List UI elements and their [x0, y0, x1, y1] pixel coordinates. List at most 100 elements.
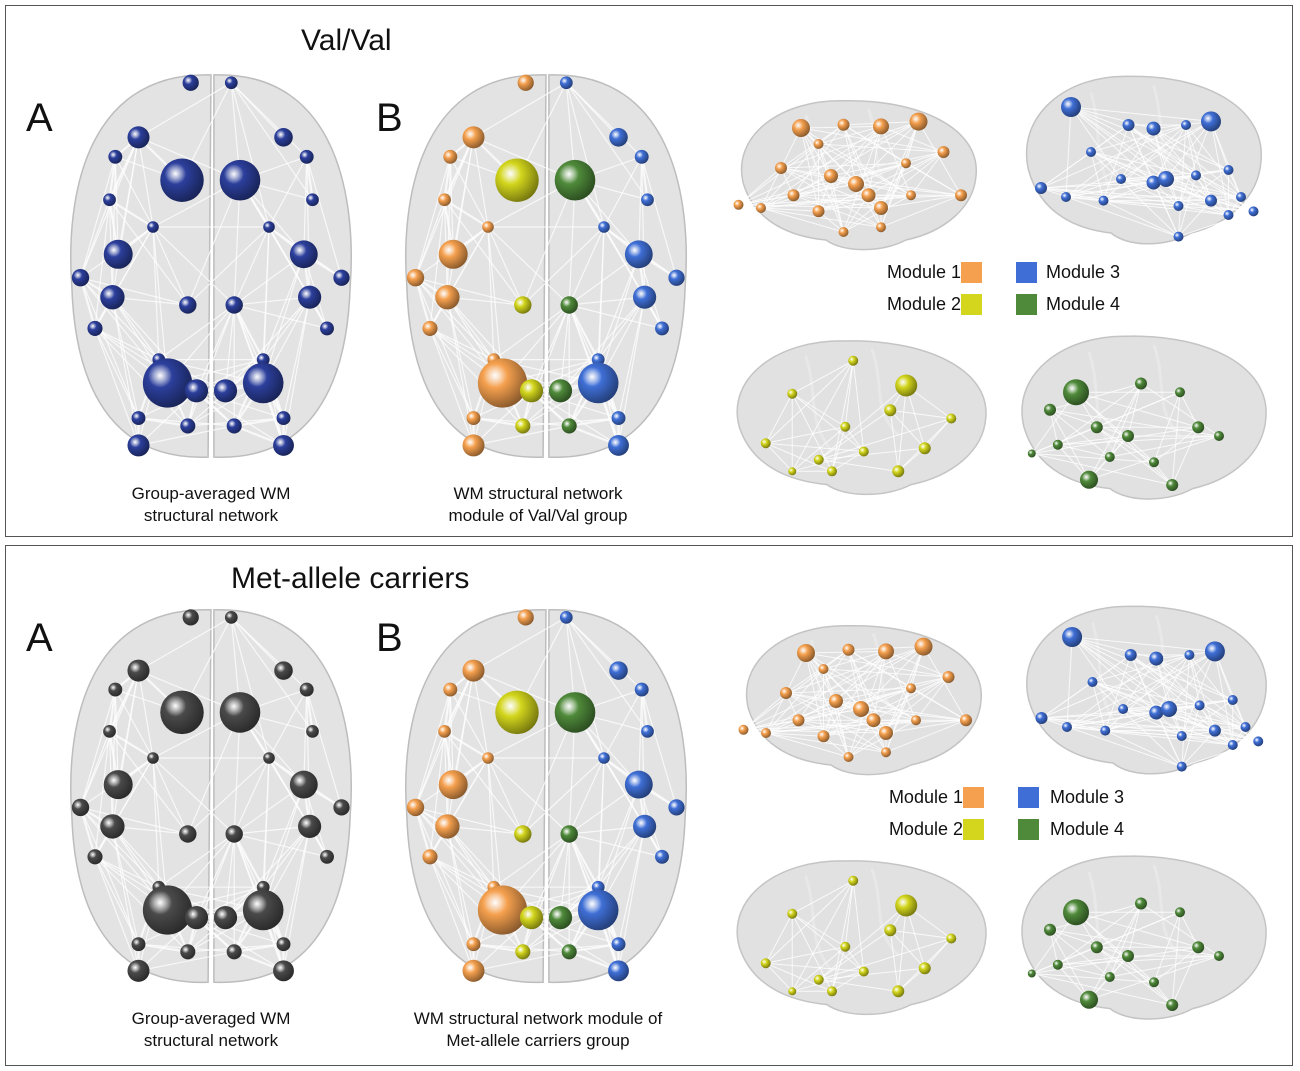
network-node — [333, 799, 350, 816]
network-node — [611, 411, 626, 426]
network-node — [591, 353, 605, 366]
network-node — [1194, 700, 1205, 711]
network-node — [226, 944, 242, 960]
network-node — [224, 611, 238, 624]
network-node — [180, 944, 196, 960]
network-node — [71, 269, 90, 287]
network-node — [274, 128, 293, 147]
network-node — [884, 924, 897, 937]
network-node — [624, 770, 653, 799]
network-node — [1027, 969, 1036, 978]
caption-b-line-2: Met-allele carriers group — [446, 1031, 630, 1050]
network-node — [422, 320, 438, 336]
network-node — [818, 664, 829, 674]
network-node — [1192, 941, 1205, 954]
network-node — [813, 454, 824, 465]
network-node — [858, 446, 869, 457]
network-node — [1035, 712, 1048, 724]
network-node — [443, 149, 458, 164]
network-node — [1173, 231, 1184, 242]
network-node — [1175, 387, 1185, 398]
network-node — [780, 687, 792, 699]
network-node — [906, 190, 916, 201]
network-node — [1087, 677, 1098, 687]
network-node — [901, 158, 911, 169]
legend-swatch-module-3 — [1016, 262, 1037, 283]
legend-swatch-module-1 — [961, 262, 982, 283]
module-legend: Module 1 Module 2 Module 3 Module 4 — [836, 256, 1156, 326]
module-legend: Module 1 Module 2 Module 3 Module 4 — [838, 781, 1158, 851]
network-node — [884, 404, 897, 417]
network-node — [733, 199, 744, 210]
network-node — [1100, 725, 1111, 736]
network-node — [514, 825, 532, 843]
network-node — [1149, 651, 1164, 666]
network-node — [462, 434, 485, 457]
network-node — [263, 752, 275, 764]
network-node — [824, 169, 838, 183]
network-node — [937, 146, 950, 158]
caption-a-line-2: structural network — [143, 1031, 279, 1050]
val-val-panel: Val/Val A B Module 1 Module 2 Module 3 M… — [5, 5, 1293, 537]
network-node — [182, 74, 199, 91]
network-node — [320, 321, 334, 336]
network-node — [299, 682, 314, 697]
network-node — [1116, 174, 1126, 184]
network-node — [495, 158, 539, 202]
network-node — [1090, 941, 1103, 954]
panel-label-a: A — [26, 616, 53, 660]
network-node — [560, 296, 578, 314]
network-node — [840, 941, 851, 952]
network-node — [1176, 761, 1187, 772]
panel-label-b: B — [376, 96, 403, 140]
legend-label-module-4: Module 4 — [1046, 294, 1121, 314]
network-node — [225, 296, 243, 314]
network-node — [1118, 704, 1129, 714]
network-node — [298, 814, 322, 838]
met-allele-panel: Met-allele carriers A B Module 1 Module … — [5, 545, 1293, 1066]
network-node — [1135, 897, 1147, 910]
network-node — [827, 986, 837, 997]
network-node — [306, 725, 319, 738]
network-node — [960, 714, 972, 727]
caption-a-line-1: Group-averaged WM — [131, 1009, 291, 1028]
network-node — [1214, 431, 1224, 441]
network-node — [1135, 377, 1147, 390]
network-node — [1227, 695, 1238, 705]
network-node — [608, 434, 629, 456]
network-node — [1166, 999, 1179, 1011]
network-node — [633, 814, 657, 838]
network-node — [817, 730, 830, 743]
network-node — [911, 715, 921, 726]
network-node — [838, 227, 849, 237]
network-node — [406, 269, 425, 287]
network-node — [276, 411, 291, 426]
network-node — [179, 825, 197, 843]
network-node — [906, 683, 916, 694]
network-node — [1166, 479, 1179, 491]
network-node — [1052, 959, 1063, 970]
network-node — [438, 770, 468, 800]
network-node — [1173, 201, 1184, 211]
network-node — [306, 193, 319, 207]
caption-b: WM structural network module of Met-alle… — [378, 1008, 698, 1052]
caption-a: Group-averaged WM structural network — [51, 1008, 371, 1052]
network-node — [848, 875, 859, 886]
network-node — [1080, 990, 1098, 1009]
network-node — [895, 894, 918, 917]
network-node — [274, 661, 293, 680]
network-node — [554, 159, 596, 201]
network-node — [299, 149, 314, 164]
network-node — [438, 193, 451, 207]
network-node — [517, 74, 534, 91]
axial-module-graph — [405, 74, 687, 458]
network-node — [812, 205, 825, 218]
network-node — [276, 937, 291, 952]
network-node — [756, 203, 766, 213]
legend-swatch-module-4 — [1016, 294, 1037, 315]
network-node — [879, 726, 893, 740]
network-node — [1184, 650, 1195, 660]
network-node — [1063, 379, 1089, 406]
network-node — [641, 725, 654, 738]
network-node — [142, 885, 193, 935]
